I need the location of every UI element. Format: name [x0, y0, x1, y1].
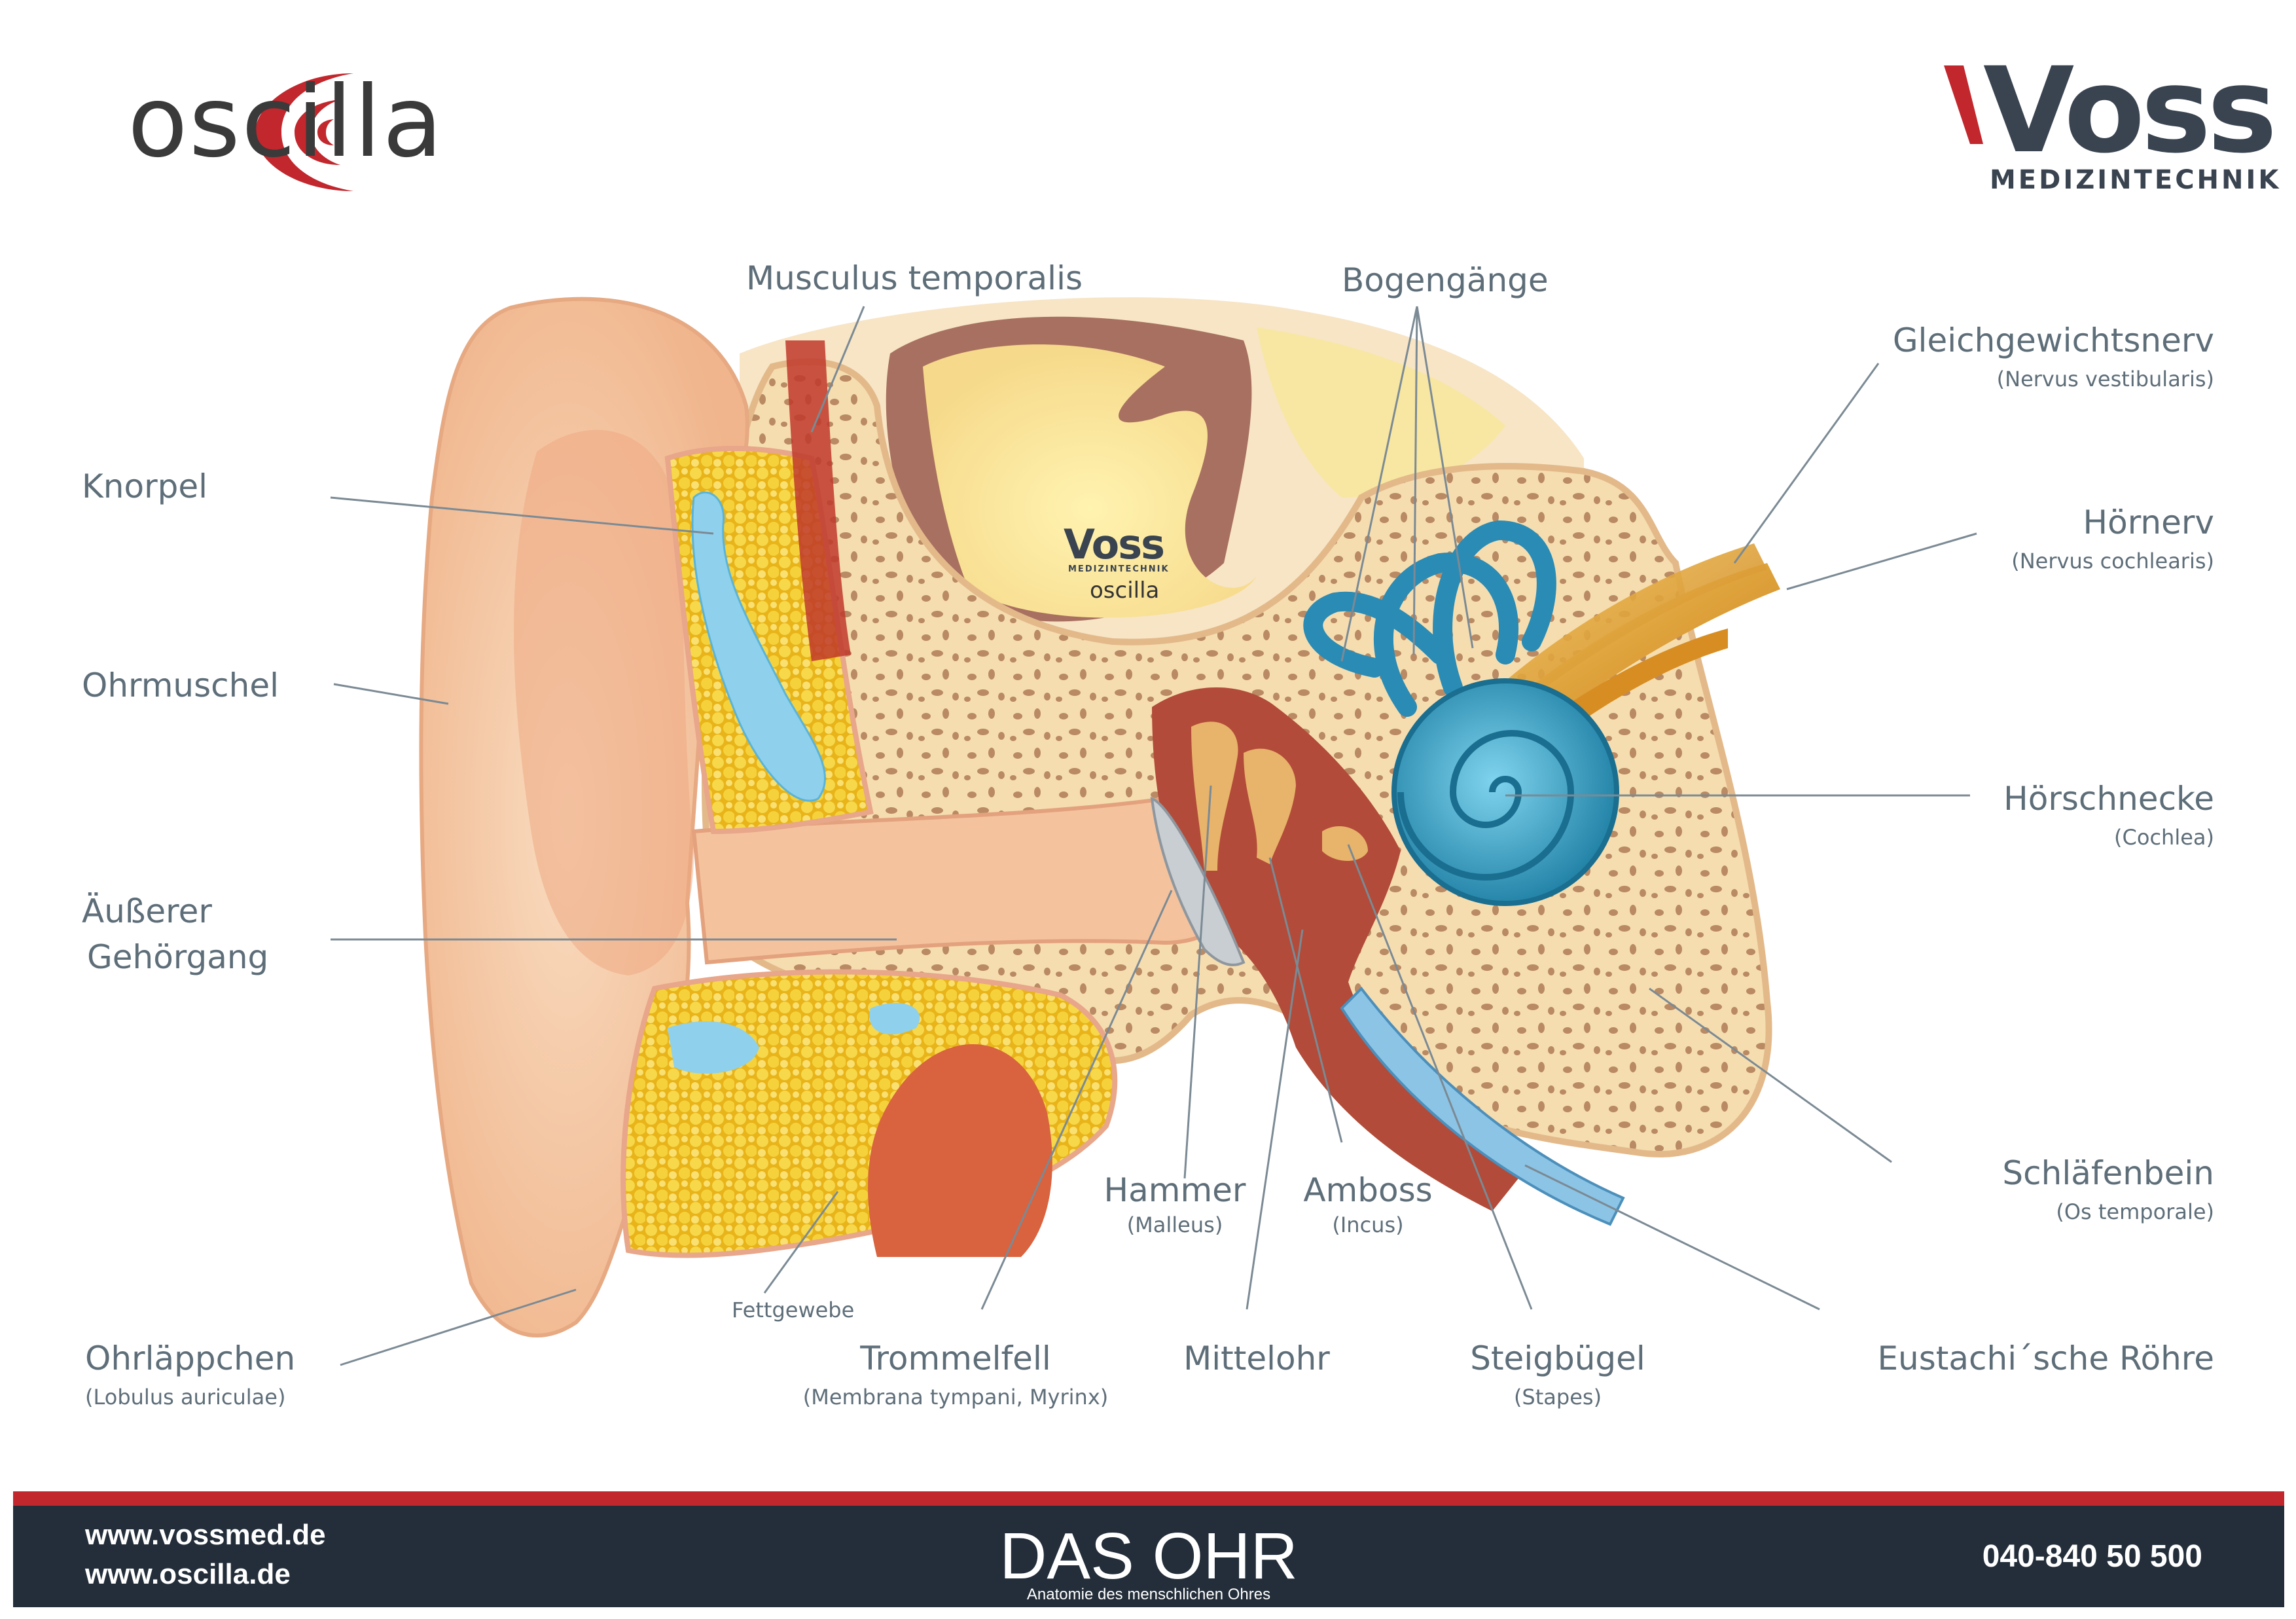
label-ohrlaeppchen: Ohrläppchen — [85, 1339, 296, 1377]
voss-logo-subtitle: MEDIZINTECHNIK — [1990, 165, 2282, 195]
concha — [514, 429, 694, 975]
label-aeusserer-line2: Gehörgang — [87, 938, 269, 976]
leader-lines — [330, 306, 1977, 1366]
label-steigbuegel: Steigbügel — [1470, 1339, 1645, 1377]
label-hammer: Hammer — [1103, 1171, 1246, 1209]
voss-logo-text: Voss — [1983, 43, 2277, 179]
eustachian-tube — [1340, 986, 1625, 1226]
label-musculus-temporalis: Musculus temporalis — [746, 259, 1083, 297]
label-schlaefenbein: Schläfenbein — [2002, 1154, 2214, 1192]
label-amboss: Amboss — [1303, 1171, 1433, 1209]
stapes — [1322, 826, 1368, 861]
label-hoerschnecke: Hörschnecke — [2003, 780, 2214, 818]
label-eustachi: Eustachi´sche Röhre — [1877, 1339, 2214, 1377]
label-mittelohr: Mittelohr — [1183, 1339, 1330, 1377]
artwork-oscilla-logo: oscilla — [1090, 577, 1160, 604]
label-knorpel: Knorpel — [82, 467, 208, 505]
artwork-voss-subtitle: MEDIZINTECHNIK — [1068, 564, 1170, 574]
footer-phone[interactable]: 040-840 50 500 — [1982, 1539, 2202, 1574]
cartilage-lower — [668, 1021, 759, 1074]
voss-logo-mark — [1944, 65, 1983, 144]
label-ohrlaeppchen-latin: (Lobulus auriculae) — [85, 1385, 286, 1410]
footer-subtitle: Anatomie des menschlichen Ohres — [1026, 1586, 1271, 1603]
cochlea — [1391, 678, 1619, 906]
label-trommelfell-latin: (Membrana tympani, Myrinx) — [802, 1385, 1109, 1410]
footer-bar: www.vossmed.de www.oscilla.de DAS OHR An… — [13, 1506, 2284, 1607]
label-aeusserer-line1: Äußerer — [82, 892, 212, 930]
middle-ear-cavity — [1152, 687, 1518, 1211]
footer-link-oscilla[interactable]: www.oscilla.de — [85, 1558, 291, 1590]
oscilla-logo-text: oscilla — [128, 65, 444, 179]
label-gleichgewichtsnerv-latin: (Nervus vestibularis) — [1996, 367, 2214, 391]
label-schlaefenbein-latin: (Os temporale) — [2056, 1199, 2214, 1224]
lower-muscle — [868, 1044, 1052, 1257]
incus — [1244, 748, 1296, 864]
footer-accent-bar — [13, 1491, 2284, 1506]
label-amboss-latin: (Incus) — [1332, 1212, 1404, 1237]
semicircular-canals — [1303, 520, 1556, 717]
cartilage-upper — [691, 491, 826, 802]
label-steigbuegel-latin: (Stapes) — [1513, 1385, 1602, 1410]
label-hoernerv-latin: (Nervus cochlearis) — [2011, 549, 2214, 573]
oscilla-logo-swoosh — [255, 73, 353, 191]
footer-link-vossmed[interactable]: www.vossmed.de — [85, 1519, 326, 1551]
label-fettgewebe: Fettgewebe — [732, 1298, 855, 1322]
label-hoerschnecke-latin: (Cochlea) — [2114, 825, 2214, 850]
musculus-temporalis — [785, 340, 851, 661]
label-gleichgewichtsnerv: Gleichgewichtsnerv — [1892, 321, 2214, 359]
label-hoernerv: Hörnerv — [2083, 503, 2214, 541]
label-ohrmuschel: Ohrmuschel — [82, 666, 279, 704]
artwork-voss-logo: Voss — [1064, 520, 1165, 568]
label-bogengaenge: Bogengänge — [1342, 261, 1549, 299]
footer-title: DAS OHR — [999, 1519, 1298, 1593]
eardrum — [1150, 797, 1246, 966]
label-trommelfell: Trommelfell — [860, 1339, 1051, 1377]
label-hammer-latin: (Malleus) — [1126, 1212, 1223, 1237]
malleus — [1191, 721, 1238, 871]
